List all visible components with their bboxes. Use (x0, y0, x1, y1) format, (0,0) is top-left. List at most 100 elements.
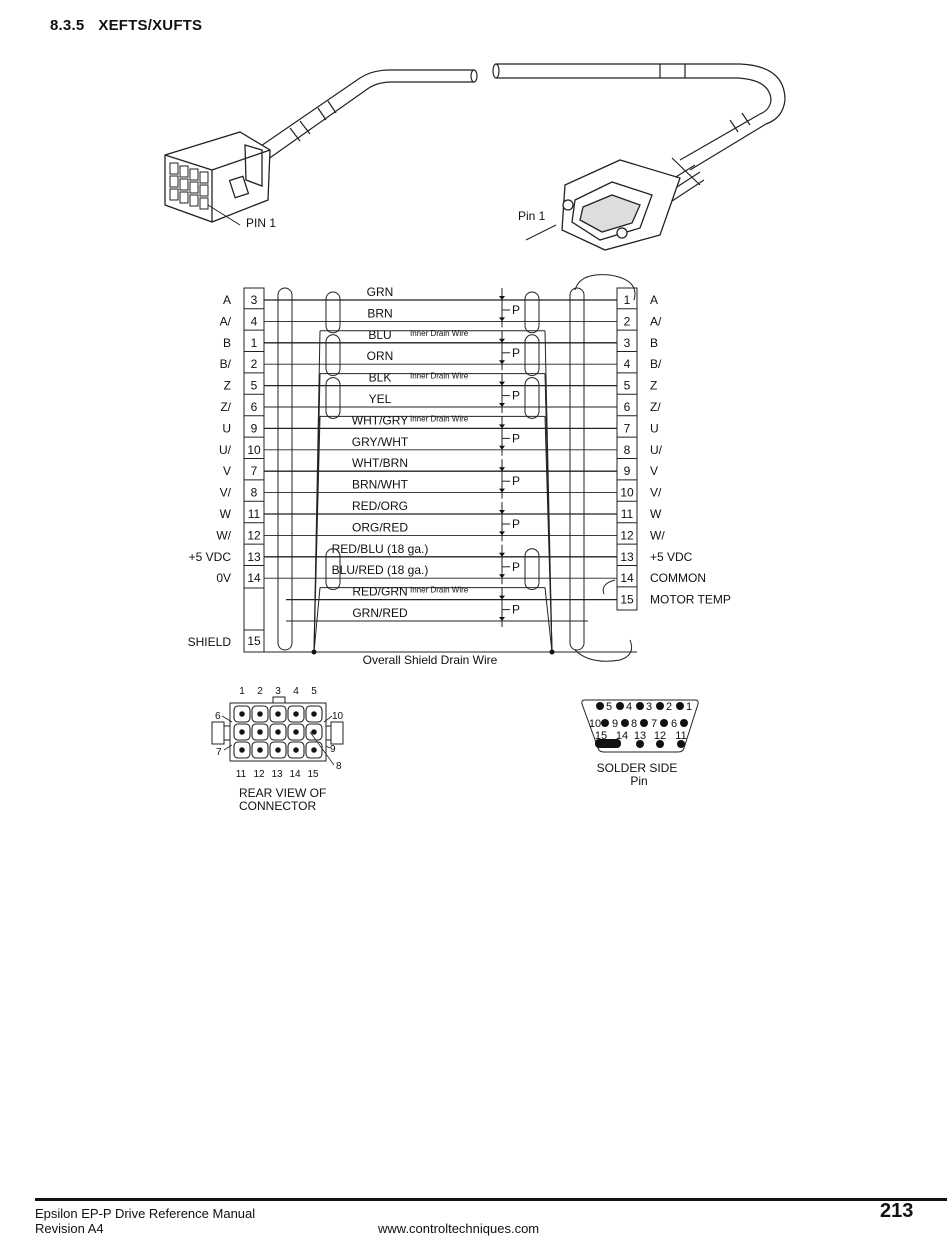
rear-top-number: 5 (311, 686, 317, 697)
rear-bottom-number: 15 (307, 769, 319, 780)
pair-label: P (512, 560, 520, 574)
dsub-pin-number: 2 (666, 701, 672, 713)
dsub-pin (640, 719, 648, 727)
wire-right-pin: 7 (624, 421, 631, 435)
wire-color-label: WHT/BRN (352, 456, 408, 470)
dsub-pin-number: 8 (631, 718, 637, 730)
wire-color-label: BRN/WHT (352, 478, 409, 492)
dsub-pin (621, 719, 629, 727)
wire-right-pin: 1 (624, 293, 631, 307)
wire-left-pin: 13 (247, 550, 261, 564)
wire-left-name: U/ (219, 443, 232, 457)
rear-side-number: 10 (332, 711, 344, 722)
wire-right-name: W (650, 507, 662, 521)
rear-side-number: 7 (216, 747, 222, 758)
dsub-connector-illustration (525, 159, 681, 251)
dsub-pin (596, 702, 604, 710)
pair-oval (524, 548, 540, 591)
rear-top-number: 3 (275, 686, 281, 697)
rear-top-number: 4 (293, 686, 299, 697)
dsub-pin-number: 5 (606, 701, 612, 713)
wire-left-name: V/ (220, 486, 232, 500)
wire-color-label: BLU (368, 328, 391, 342)
dsub-pin (656, 702, 664, 710)
wire-left-pin: 11 (248, 507, 261, 521)
wire-color-label: WHT/GRY (352, 413, 408, 427)
dsub-pin-number: 9 (612, 718, 618, 730)
rear-caption-line1: REAR VIEW OF (239, 786, 326, 800)
wire-right-pin: 11 (621, 507, 634, 521)
wire-color-label: GRN (367, 285, 394, 299)
pair-oval (325, 377, 341, 419)
wire-right-name: Z (650, 379, 657, 393)
wire-right-pin: 5 (624, 379, 631, 393)
wire-right-name: U/ (650, 443, 663, 457)
wire-left-name: A/ (220, 314, 232, 328)
wire-right-pin: 3 (624, 336, 631, 350)
wire-left-pin: 1 (251, 336, 258, 350)
wire-right-pin: 12 (620, 528, 634, 542)
pair-label: P (512, 346, 520, 360)
wire-right-pin: 14 (620, 571, 634, 585)
wire-right-name: COMMON (650, 571, 706, 585)
wire-color-label: BRN (367, 306, 392, 320)
wire-right-name: Z/ (650, 400, 661, 414)
pair-marker: P (499, 587, 520, 627)
wire-left-name: A (223, 293, 231, 307)
wire-color-label: GRY/WHT (352, 435, 409, 449)
dsub-pin (616, 702, 624, 710)
rear-side-number: 8 (336, 761, 342, 772)
shield-junction-right (549, 649, 555, 655)
wire-color-label: YEL (369, 392, 392, 406)
wire-left-pin: 7 (251, 464, 258, 478)
rear-caption-line2: CONNECTOR (239, 799, 316, 813)
overall-drain-label: Overall Shield Drain Wire (363, 653, 498, 667)
wire-left-name: W (220, 507, 232, 521)
dsub-pin-number: 6 (671, 718, 677, 730)
wire-left-pin: 3 (251, 293, 258, 307)
wire-right-pin: 6 (624, 400, 631, 414)
section-number: 8.3.5 (50, 17, 85, 34)
wire-right-pin: 8 (624, 443, 631, 457)
dsub-pin-number: 13 (634, 730, 646, 742)
wire-color-label: BLK (369, 371, 392, 385)
dsub-pin (636, 740, 644, 748)
dsub-caption-line2: Pin (630, 774, 647, 788)
pair-marker: P (499, 502, 520, 542)
inner-drain-label: Inner Drain Wire (410, 372, 469, 381)
shield-left-name: SHIELD (188, 635, 232, 649)
schematic-frame (243, 274, 638, 662)
wire-right-name: B/ (650, 357, 662, 371)
wire-left-name: W/ (216, 528, 231, 542)
page-number: 213 (880, 1200, 914, 1222)
wire-left-pin: 14 (247, 571, 261, 585)
pair-label: P (512, 389, 520, 403)
dsub-pin-number: 14 (616, 730, 628, 742)
wire-left-pin: 12 (247, 528, 261, 542)
shield-left-pin: 15 (247, 634, 261, 648)
wire-left-name: Z/ (220, 400, 231, 414)
inner-drain-label: Inner Drain Wire (410, 586, 469, 595)
pair-oval (524, 334, 540, 377)
dsub-caption-line1: SOLDER SIDE (597, 761, 678, 775)
dsub-pin-number: 1 (686, 701, 692, 713)
wire-left-pin: 8 (251, 486, 258, 500)
dsub-pin-number: 12 (654, 730, 666, 742)
wire-left-name: B/ (220, 357, 232, 371)
wire-right-pin: 9 (624, 464, 631, 478)
pair-oval (325, 548, 341, 591)
wire-left-name: 0V (216, 571, 231, 585)
wire-right-name: V/ (650, 486, 662, 500)
dsub-pin-number: 10 (589, 718, 601, 730)
wire-left-pin: 4 (251, 314, 258, 328)
